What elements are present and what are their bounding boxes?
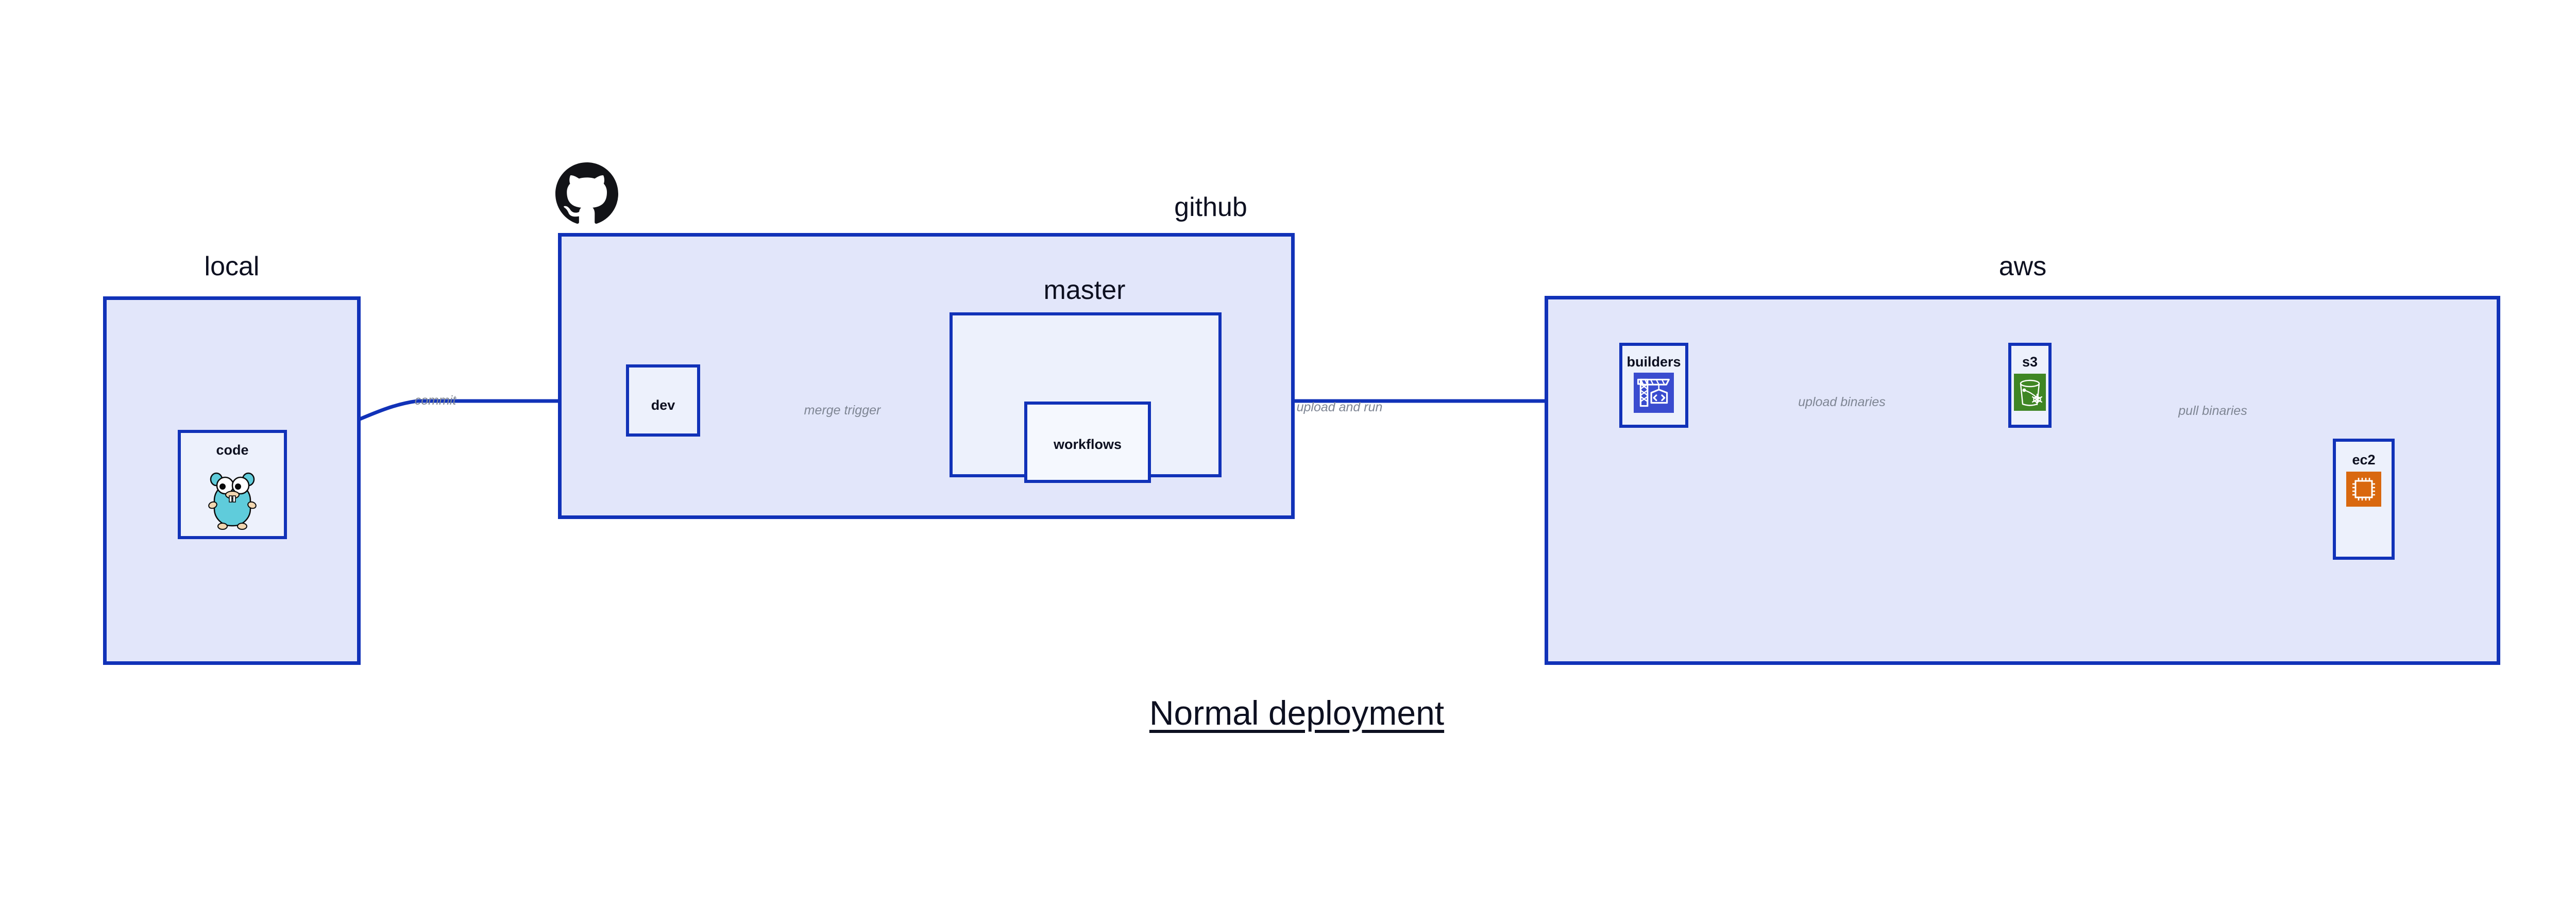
node-box-code[interactable]: code xyxy=(178,430,287,539)
node-label-s3: s3 xyxy=(2022,354,2038,370)
node-box-dev[interactable]: dev xyxy=(626,364,700,437)
aws-codebuild-icon xyxy=(1634,373,1674,413)
group-label-master: master xyxy=(1043,275,1126,305)
aws-s3-glacier-icon xyxy=(2014,374,2046,411)
edge-label-pull-binaries: pull binaries xyxy=(2178,404,2247,418)
node-label-workflows: workflows xyxy=(1053,437,1122,452)
aws-ec2-icon xyxy=(2346,472,2381,507)
node-label-builders: builders xyxy=(1626,354,1681,370)
node-box-ec2[interactable]: ec2 xyxy=(2333,439,2395,560)
node-label-dev: dev xyxy=(651,397,675,413)
diagram-title: Normal deployment xyxy=(1149,694,1445,732)
group-label-local: local xyxy=(204,252,260,281)
node-box-workflows[interactable]: workflows xyxy=(1024,402,1151,483)
group-label-github: github xyxy=(1174,192,1247,222)
node-label-ec2: ec2 xyxy=(2352,452,2376,467)
github-logo-icon xyxy=(555,162,618,225)
group-label-aws: aws xyxy=(1998,252,2047,281)
node-label-code: code xyxy=(216,442,249,458)
edge-label-upload-binaries: upload binaries xyxy=(1798,395,1886,409)
node-box-builders[interactable]: builders xyxy=(1619,343,1688,428)
edge-label-merge-trigger: merge trigger xyxy=(804,403,881,417)
edge-label-commit: commit xyxy=(414,393,456,408)
node-box-s3[interactable]: s3 xyxy=(2008,343,2052,428)
group-box-master xyxy=(950,312,1222,477)
go-gopher-icon xyxy=(205,465,260,531)
edge-label-upload-and-run: upload and run xyxy=(1296,400,1383,414)
